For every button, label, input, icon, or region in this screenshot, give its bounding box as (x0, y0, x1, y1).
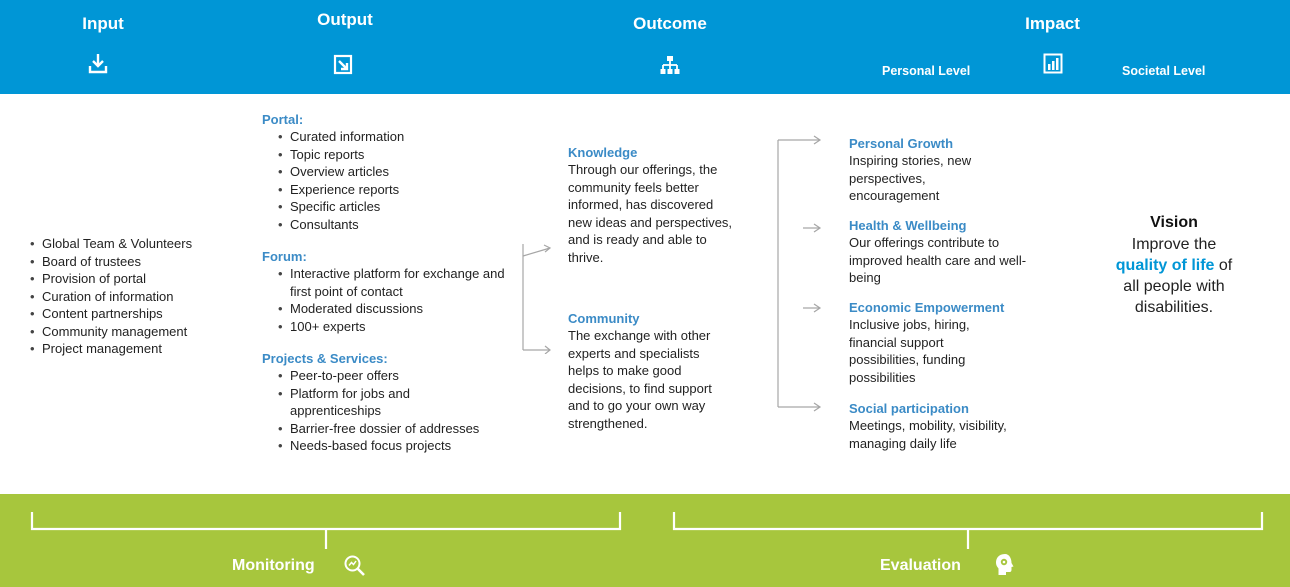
social-participation-text: Meetings, mobility, visibility, managing… (849, 418, 1007, 451)
list-item: Content partnerships (26, 305, 226, 323)
vision-text-post: of all people with disabilities. (1123, 257, 1233, 316)
monitoring-label: Monitoring (232, 557, 315, 574)
vision-statement: Improve the quality of life of all peopl… (1110, 234, 1238, 318)
community-title: Community (568, 311, 640, 326)
outcome-impact-connector (777, 135, 822, 412)
societal-level-label: Societal Level (1122, 64, 1206, 78)
vision-title: Vision (1150, 214, 1198, 231)
vision-highlight: quality of life (1115, 257, 1215, 274)
list-item: Needs-based focus projects (274, 437, 514, 455)
personal-growth-block: Personal Growth Inspiring stories, new p… (849, 135, 1009, 205)
knowledge-text: Through our offerings, the community fee… (568, 162, 733, 265)
economic-empowerment-block: Economic Empowerment Inclusive jobs, hir… (849, 299, 1014, 386)
community-block: Community The exchange with other expert… (568, 310, 728, 432)
list-item: Board of trustees (26, 253, 226, 271)
list-item: Barrier-free dossier of addresses (274, 420, 514, 438)
list-item: Moderated discussions (274, 300, 514, 318)
list-item: Topic reports (274, 146, 522, 164)
magnifier-chart-icon (343, 554, 367, 583)
projects-list: Peer-to-peer offers Platform for jobs an… (274, 367, 514, 455)
column-title-impact: Impact (1025, 14, 1080, 33)
list-item: Consultants (274, 216, 522, 234)
footer-bar: Monitoring Evaluation (0, 494, 1290, 587)
personal-level-label: Personal Level (882, 64, 971, 78)
list-item: Specific articles (274, 198, 522, 216)
knowledge-title: Knowledge (568, 145, 638, 160)
logic-model-body: Global Team & Volunteers Board of truste… (0, 94, 1290, 484)
forum-title: Forum: (262, 249, 307, 264)
social-participation-block: Social participation Meetings, mobility,… (849, 400, 1039, 452)
column-title-output: Output (317, 10, 373, 29)
list-item: Peer-to-peer offers (274, 367, 514, 385)
social-participation-title: Social participation (849, 401, 969, 416)
list-item: Provision of portal (26, 270, 226, 288)
header-bar: Input Output Outcome Impact (0, 0, 1290, 94)
bar-chart-icon (1043, 53, 1063, 80)
input-list: Global Team & Volunteers Board of truste… (26, 235, 226, 358)
list-item: 100+ experts (274, 318, 514, 336)
list-item: Overview articles (274, 163, 522, 181)
export-icon (333, 54, 353, 81)
list-item: Experience reports (274, 181, 522, 199)
list-item: Curation of information (26, 288, 226, 306)
footer-brackets (30, 512, 1264, 549)
output-column: Portal: Curated information Topic report… (262, 111, 522, 455)
personal-growth-text: Inspiring stories, new perspectives, enc… (849, 153, 972, 203)
forum-list: Interactive platform for exchange and fi… (274, 265, 514, 335)
health-wellbeing-text: Our offerings contribute to improved hea… (849, 235, 1027, 285)
health-wellbeing-block: Health & Wellbeing Our offerings contrib… (849, 217, 1034, 287)
economic-empowerment-text: Inclusive jobs, hiring, financial suppor… (849, 317, 970, 385)
list-item: Curated information (274, 128, 522, 146)
list-item: Interactive platform for exchange and fi… (274, 265, 514, 300)
economic-empowerment-title: Economic Empowerment (849, 300, 1005, 315)
knowledge-block: Knowledge Through our offerings, the com… (568, 144, 738, 266)
list-item: Community management (26, 323, 226, 341)
vision-block: Vision Improve the quality of life of al… (1110, 212, 1238, 318)
output-outcome-connector (522, 244, 552, 354)
list-item: Platform for jobs and apprenticeships (274, 385, 444, 420)
list-item: Project management (26, 340, 226, 358)
download-icon (88, 52, 108, 79)
portal-title: Portal: (262, 112, 304, 127)
personal-growth-title: Personal Growth (849, 136, 954, 151)
community-text: The exchange with other experts and spec… (568, 328, 712, 431)
column-title-outcome: Outcome (633, 14, 707, 33)
list-item: Global Team & Volunteers (26, 235, 226, 253)
portal-list: Curated information Topic reports Overvi… (274, 128, 522, 233)
health-wellbeing-title: Health & Wellbeing (849, 218, 967, 233)
projects-title: Projects & Services: (262, 351, 388, 366)
head-gear-icon (993, 552, 1017, 583)
hierarchy-icon (660, 55, 680, 80)
column-title-input: Input (82, 14, 124, 33)
evaluation-label: Evaluation (880, 557, 961, 574)
vision-text-pre: Improve the (1131, 236, 1217, 253)
